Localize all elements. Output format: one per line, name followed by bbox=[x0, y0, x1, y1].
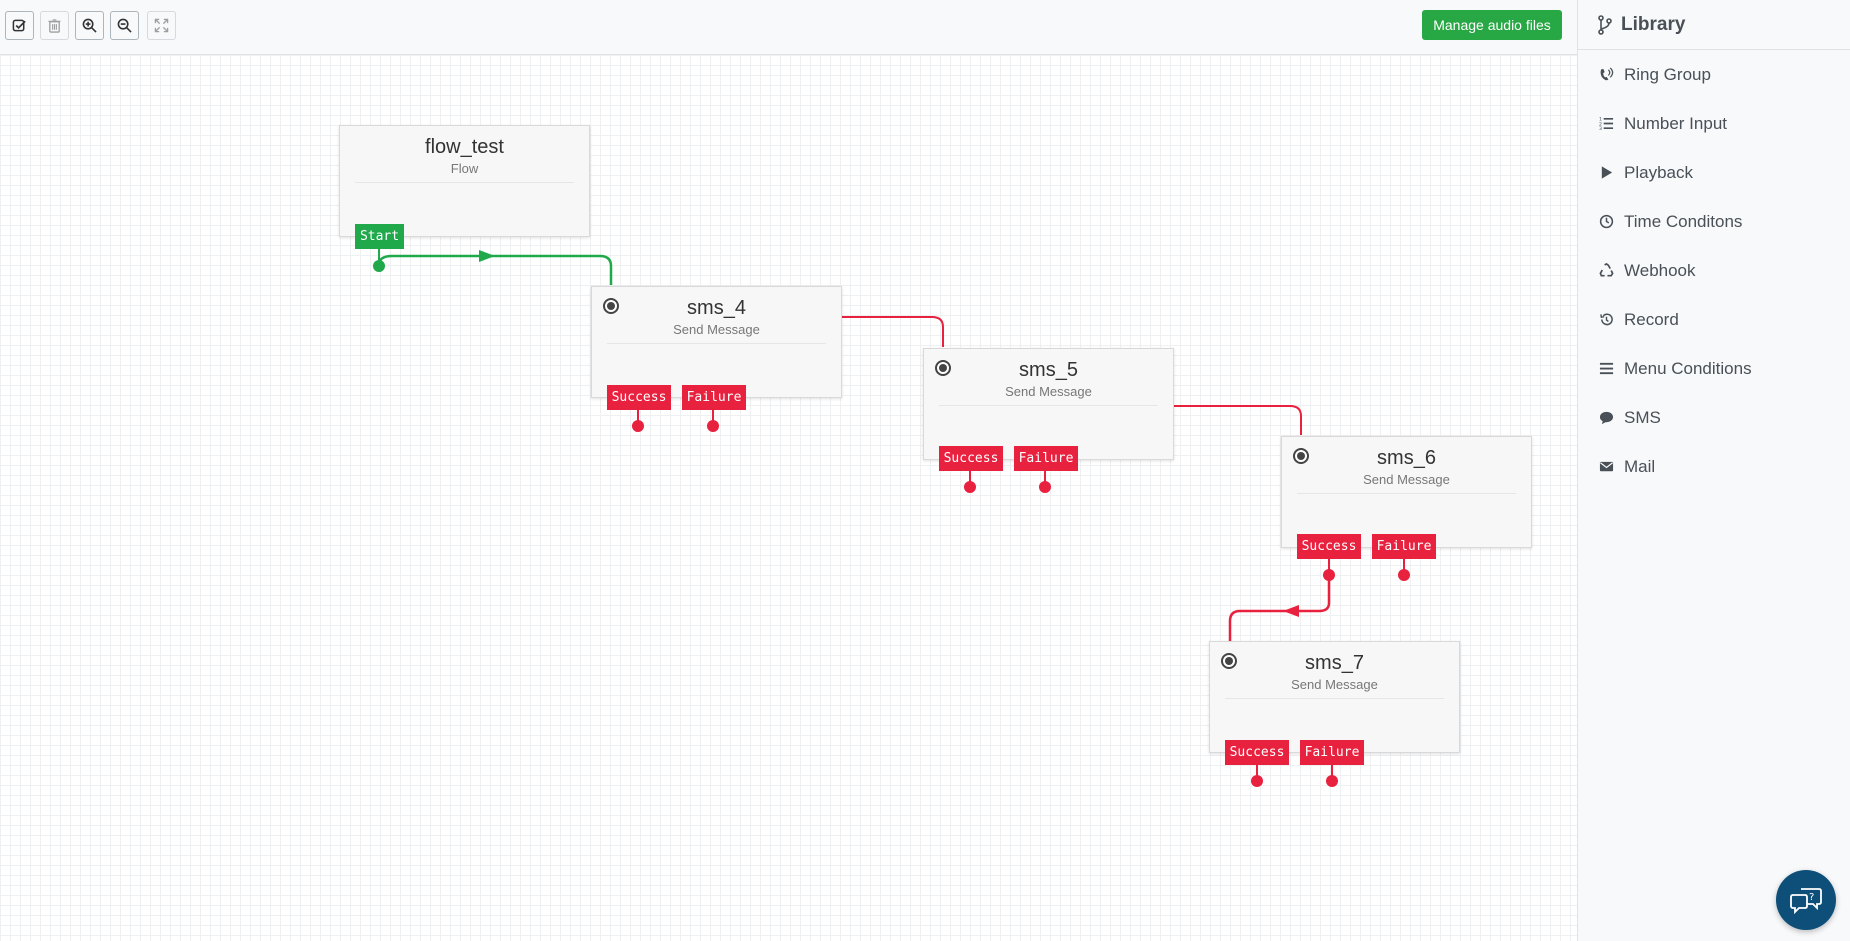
node-subtitle: Send Message bbox=[1363, 472, 1450, 487]
library-item-label: SMS bbox=[1624, 407, 1661, 427]
toolbar: Manage audio files bbox=[0, 0, 1577, 55]
node-title: sms_5 bbox=[1019, 359, 1078, 381]
flow-canvas[interactable]: Manage audio files flow_test Flow Start … bbox=[0, 0, 1577, 941]
node-radio-icon[interactable] bbox=[603, 298, 619, 314]
node-title: flow_test bbox=[425, 136, 504, 158]
library-item-record[interactable]: Record bbox=[1578, 295, 1850, 344]
library-item-label: Number Input bbox=[1624, 113, 1727, 133]
delete-button[interactable] bbox=[40, 11, 69, 40]
library-item-label: Mail bbox=[1624, 456, 1656, 476]
help-chat-button[interactable]: ? bbox=[1776, 870, 1836, 930]
node-subtitle: Send Message bbox=[673, 322, 760, 337]
library-item-label: Record bbox=[1624, 309, 1679, 329]
node-subtitle: Send Message bbox=[1291, 677, 1378, 692]
svg-text:1: 1 bbox=[1599, 117, 1602, 123]
list-ol-icon: 123 bbox=[1599, 117, 1613, 131]
failure-port[interactable]: Failure bbox=[682, 385, 746, 410]
library-item-label: Ring Group bbox=[1624, 64, 1711, 84]
sms-node[interactable]: sms_4 Send Message bbox=[591, 286, 842, 398]
node-divider bbox=[607, 343, 826, 344]
sms-node[interactable]: sms_5 Send Message bbox=[923, 348, 1174, 460]
node-divider bbox=[1225, 698, 1444, 699]
library-item-time-conditions[interactable]: Time Conditons bbox=[1578, 197, 1850, 246]
zoom-out-icon bbox=[117, 18, 132, 33]
success-port[interactable]: Success bbox=[607, 385, 671, 410]
node-divider bbox=[355, 182, 574, 183]
code-branch-icon bbox=[1598, 14, 1612, 35]
node-subtitle: Send Message bbox=[1005, 384, 1092, 399]
library-item-label: Webhook bbox=[1624, 260, 1696, 280]
library-item-webhook[interactable]: Webhook bbox=[1578, 246, 1850, 295]
manage-audio-files-button[interactable]: Manage audio files bbox=[1422, 10, 1562, 40]
library-item-label: Playback bbox=[1624, 162, 1693, 182]
node-radio-icon[interactable] bbox=[935, 360, 951, 376]
library-item-playback[interactable]: Playback bbox=[1578, 148, 1850, 197]
failure-port[interactable]: Failure bbox=[1372, 534, 1436, 559]
node-title: sms_6 bbox=[1377, 447, 1436, 469]
sms-node[interactable]: sms_6 Send Message bbox=[1281, 436, 1532, 548]
node-title: sms_4 bbox=[687, 297, 746, 319]
node-title: sms_7 bbox=[1305, 652, 1364, 674]
library-item-label: Menu Conditions bbox=[1624, 358, 1752, 378]
success-port[interactable]: Success bbox=[1297, 534, 1361, 559]
library-title: Library bbox=[1621, 13, 1686, 35]
comment-icon bbox=[1599, 411, 1613, 425]
sms-node[interactable]: sms_7 Send Message bbox=[1209, 641, 1460, 753]
zoom-in-icon bbox=[82, 18, 97, 33]
library-item-sms[interactable]: SMS bbox=[1578, 393, 1850, 442]
success-port[interactable]: Success bbox=[1225, 740, 1289, 765]
success-port[interactable]: Success bbox=[939, 446, 1003, 471]
envelope-icon bbox=[1599, 461, 1613, 472]
svg-text:2: 2 bbox=[1599, 121, 1602, 127]
play-icon bbox=[1601, 166, 1612, 179]
library-item-label: Time Conditons bbox=[1624, 211, 1743, 231]
svg-text:?: ? bbox=[1809, 892, 1814, 903]
svg-text:3: 3 bbox=[1599, 126, 1602, 131]
node-radio-icon[interactable] bbox=[1221, 653, 1237, 669]
library-item-menu-conditions[interactable]: Menu Conditions bbox=[1578, 344, 1850, 393]
library-item-ring-group[interactable]: Ring Group bbox=[1578, 50, 1850, 99]
library-item-mail[interactable]: Mail bbox=[1578, 442, 1850, 491]
trash-icon bbox=[48, 19, 61, 33]
failure-port[interactable]: Failure bbox=[1300, 740, 1364, 765]
phone-volume-icon bbox=[1600, 67, 1613, 81]
select-all-button[interactable] bbox=[5, 11, 34, 40]
help-chat-icon: ? bbox=[1790, 888, 1822, 915]
expand-icon bbox=[154, 18, 169, 33]
node-divider bbox=[1297, 493, 1516, 494]
check-square-icon bbox=[12, 19, 26, 32]
flow-node[interactable]: flow_test Flow bbox=[339, 125, 590, 237]
bars-icon bbox=[1599, 362, 1613, 375]
clock-icon bbox=[1599, 214, 1613, 229]
start-port[interactable]: Start bbox=[355, 224, 404, 249]
zoom-in-button[interactable] bbox=[75, 11, 104, 40]
fit-screen-button[interactable] bbox=[147, 11, 176, 40]
history-icon bbox=[1599, 313, 1613, 326]
node-subtitle: Flow bbox=[450, 161, 479, 176]
node-radio-icon[interactable] bbox=[1293, 448, 1309, 464]
recycle-icon bbox=[1598, 263, 1614, 277]
failure-port[interactable]: Failure bbox=[1014, 446, 1078, 471]
library-header: Library bbox=[1578, 0, 1850, 50]
node-divider bbox=[939, 405, 1158, 406]
zoom-out-button[interactable] bbox=[110, 11, 139, 40]
